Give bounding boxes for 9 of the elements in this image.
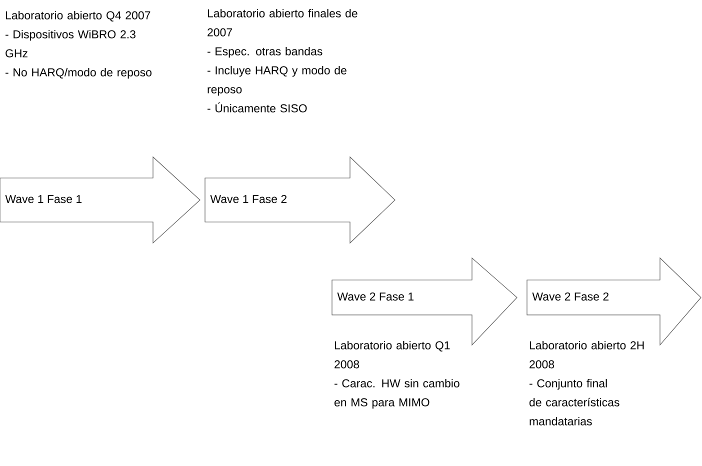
description-text: - Carac. HW sin cambio en MS para MIMO (334, 378, 460, 409)
description-text: - Incluye HARQ y modo de reposo (208, 66, 346, 96)
description-text: Laboratorio abierto Q4 2007 (6, 10, 150, 22)
description-text: - No HARQ/modo de reposo (6, 68, 152, 79)
description-text: - Conjunto final de características mandatarias (529, 378, 620, 426)
description-text: - Dispositivos WiBRO 2.3 GHz (6, 30, 136, 58)
description-text: - Espec. otras bandas (208, 46, 322, 58)
description-text: - Únicamente SISO (208, 102, 307, 112)
description-text: Laboratorio abierto finales de 2007 (208, 8, 358, 36)
